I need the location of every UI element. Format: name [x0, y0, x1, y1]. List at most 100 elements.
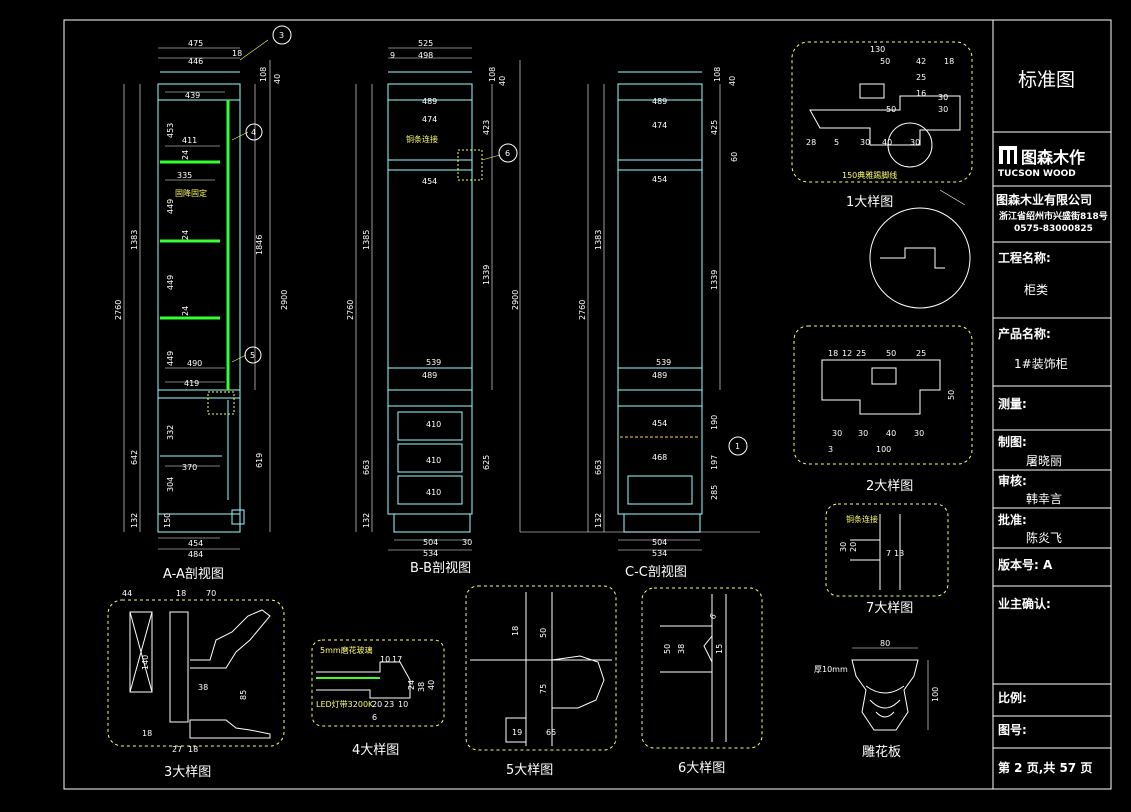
d2-dim-5: 25: [916, 349, 926, 358]
dim-bb-w1: 489: [422, 97, 437, 106]
carve-dim-2: 100: [931, 687, 940, 702]
approve-label: 批准:: [998, 512, 1027, 527]
dim-aa-w4: 490: [187, 359, 202, 368]
note-glass: 5mm磨花玻璃: [320, 645, 373, 655]
view-label-carve: 雕花板: [862, 744, 901, 760]
scale-label: 比例:: [998, 690, 1027, 705]
dim-aa-w5: 419: [184, 379, 199, 388]
title-block: 标准图 图森木作 TUCSON WOOD 图森木业有限公司 浙江省绍州市兴盛街8…: [993, 69, 1111, 775]
dim-bb-right-5: 40: [498, 76, 507, 86]
d1-dim-13: 5: [834, 138, 839, 147]
d1-dim-10: 30: [860, 138, 870, 147]
detail-1: 130 50 42 18 50 16 30 30 28 30 40 30 5 2…: [791, 41, 973, 309]
company-phone: 0575-83000825: [1014, 224, 1093, 234]
view-cc: 489 474 454 539 489 454 468 504 534 2760…: [520, 67, 760, 580]
dim-cc-right-2: 425: [710, 120, 719, 135]
d2-dim-6: 30: [832, 429, 842, 438]
dim-cc-w3: 454: [652, 175, 667, 184]
draw-label: 制图:: [998, 434, 1027, 449]
d2-dim-4: 50: [886, 349, 896, 358]
note-thickness: 厚10mm: [814, 665, 848, 674]
dim-aa-bottom-1: 454: [188, 539, 203, 548]
company-address: 浙江省绍州市兴盛街818号: [999, 210, 1108, 222]
dim-bb-top-1: 525: [418, 39, 433, 48]
dim-aa-left-5: 150: [163, 513, 172, 528]
dim-aa-in-4: 449: [166, 351, 175, 366]
d5-dim-1: 18: [511, 626, 520, 636]
dim-cc-right-7: 190: [710, 415, 719, 430]
d6-dim-2: 38: [677, 644, 686, 654]
note-fixed: 固降固定: [175, 188, 207, 198]
d2-dim-1: 18: [828, 349, 838, 358]
dim-bb-top-2: 498: [418, 51, 433, 60]
d1-dim-5: 50: [886, 105, 896, 114]
d4-dim-9: 40: [427, 680, 436, 690]
dim-cc-right-1: 1339: [710, 270, 719, 290]
brand-en: TUCSON WOOD: [998, 169, 1076, 179]
d4-dim-5: 10: [398, 700, 408, 709]
d4-dim-4: 23: [384, 700, 394, 709]
dim-bb-right-3: 625: [482, 455, 491, 470]
d4-dim-6: 24: [407, 680, 416, 690]
dim-bb-left-2: 1385: [362, 230, 371, 250]
callout-5-label: 5: [250, 351, 255, 360]
dim-aa-left-3: 642: [130, 450, 139, 465]
d2-dim-2: 12: [842, 349, 852, 358]
dim-bb-bottom-3: 30: [462, 538, 472, 547]
view-label-d5: 5大样图: [506, 763, 553, 778]
callout-1-label: 1: [735, 442, 740, 451]
dim-bb-w7: 410: [426, 456, 441, 465]
dim-bb-left-1: 2760: [346, 300, 355, 320]
dim-bb-w6: 410: [426, 420, 441, 429]
product-value: 1#装饰柜: [1014, 357, 1068, 371]
dim-cc-right-6: 108: [713, 67, 722, 82]
dim-bb-w4: 539: [426, 358, 441, 367]
dim-aa-in-7: 24: [181, 150, 190, 160]
dim-cc-right-8: 60: [730, 152, 739, 162]
dim-aa-top-3: 18: [232, 49, 242, 58]
d3-dim-7: 18: [142, 729, 152, 738]
d3-dim-8: 27: [172, 745, 182, 754]
dim-cc-w2: 474: [652, 121, 667, 130]
view-label-d1: 1大样图: [846, 195, 893, 210]
dim-aa-in-3: 449: [166, 275, 175, 290]
detail-2: 18 12 25 50 25 30 30 40 30 100 50 3 2大样图: [793, 325, 973, 494]
view-label-d7: 7大样图: [866, 601, 913, 616]
dim-aa-in-1: 453: [166, 123, 175, 138]
d2-dim-3: 25: [856, 349, 866, 358]
dim-aa-in-5: 332: [166, 425, 175, 440]
dim-bb-left-4: 132: [362, 513, 371, 528]
dim-cc-bottom-1: 504: [652, 538, 667, 547]
dim-aa-left-2: 1383: [130, 230, 139, 250]
detail-4: 5mm磨花玻璃 10 17 20 23 10 24 38 6 40 LED灯带3…: [311, 639, 445, 758]
d7-dim-3: 7: [886, 549, 891, 558]
d5-dim-2: 50: [539, 628, 548, 638]
product-label: 产品名称:: [998, 326, 1051, 341]
dim-cc-w5: 489: [652, 371, 667, 380]
dim-bb-w2: 474: [422, 115, 437, 124]
d4-dim-8: 6: [372, 713, 377, 722]
d1-dim-6: 16: [916, 89, 926, 98]
d5-dim-3: 75: [539, 684, 548, 694]
dim-aa-w6: 370: [182, 463, 197, 472]
carved-panel: 80 100 厚10mm 雕花板: [814, 639, 940, 760]
d5-dim-5: 65: [546, 728, 556, 737]
dim-aa-top-1: 475: [188, 39, 203, 48]
d3-dim-1: 44: [122, 589, 132, 598]
d3-dim-5: 38: [198, 683, 208, 692]
note-moulding: 150典雅踢脚线: [842, 170, 897, 180]
dim-cc-w7: 468: [652, 453, 667, 462]
dim-bb-w3: 454: [422, 177, 437, 186]
dim-cc-right-4: 285: [710, 485, 719, 500]
drawing-type: 标准图: [1018, 69, 1075, 91]
d4-dim-2: 17: [392, 655, 402, 664]
detail-3: 44 18 70 140 38 85 18 27 18 3大样图: [107, 589, 285, 780]
view-label-cc: C-C剖视图: [625, 565, 687, 580]
view-label-d6: 6大样图: [678, 761, 725, 776]
draw-value: 屠晓丽: [1026, 454, 1062, 468]
d4-dim-7: 38: [417, 682, 426, 692]
view-label-bb: B-B剖视图: [410, 561, 471, 576]
callout-3-label: 3: [279, 31, 284, 40]
d5-dim-4: 19: [512, 728, 522, 737]
